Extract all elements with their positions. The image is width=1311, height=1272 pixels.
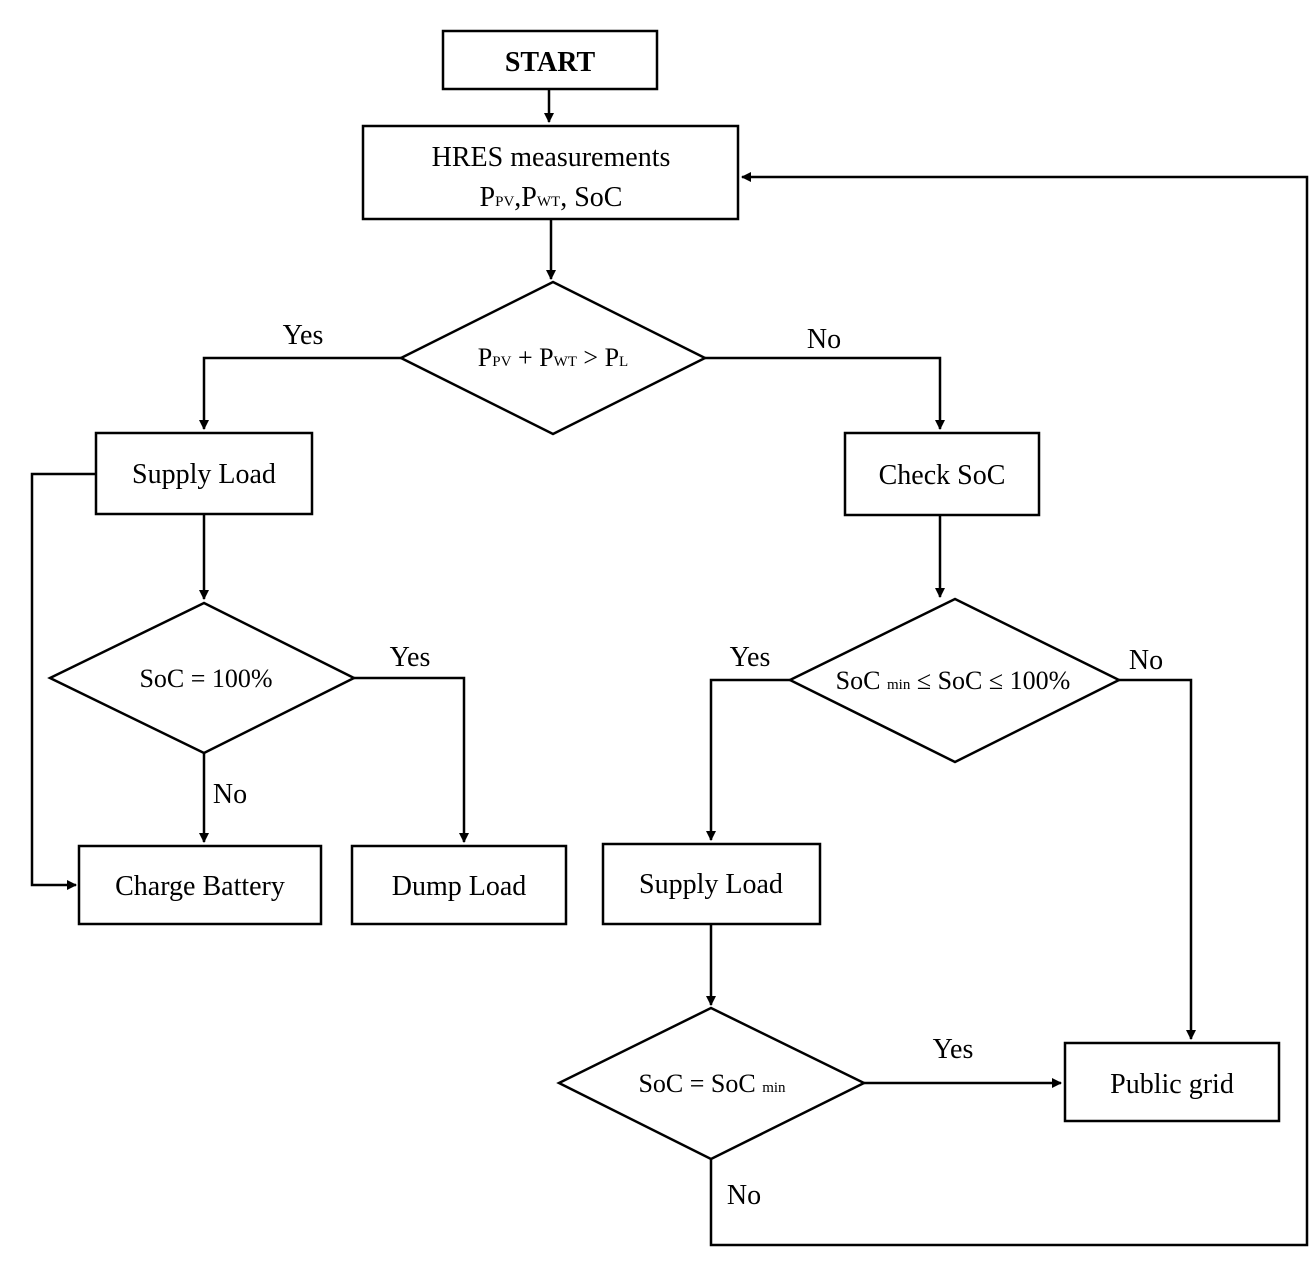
full-no-label: No: [213, 779, 247, 810]
public-grid-label: Public grid: [1110, 1069, 1234, 1100]
min-yes-label: Yes: [933, 1034, 974, 1065]
soc-min-condition: SoC = SoC min: [638, 1069, 786, 1098]
soc-min-decision: SoC = SoC min: [556, 1006, 867, 1161]
min-no-label: No: [727, 1180, 761, 1211]
power-no-label: No: [807, 324, 841, 355]
power-yes-label: Yes: [283, 320, 324, 351]
soc-range-decision: SoC min ≤ SoC ≤ 100%: [787, 597, 1122, 764]
edge-range-yes: [706, 678, 790, 841]
start-node: START: [441, 29, 659, 91]
check-soc-label: Check SoC: [879, 460, 1006, 491]
edge-full-yes: [354, 676, 469, 843]
dump-load-node: Dump Load: [350, 844, 568, 926]
soc-range-condition: SoC min ≤ SoC ≤ 100%: [836, 666, 1071, 695]
supply-load-left-label: Supply Load: [132, 459, 276, 490]
edge-power-yes: [199, 356, 401, 430]
supply-load-left-node: Supply Load: [94, 431, 314, 516]
dump-load-label: Dump Load: [392, 871, 527, 902]
start-label: START: [505, 47, 596, 78]
power-balance-condition: PPV + PWT > PL: [478, 343, 628, 372]
public-grid-node: Public grid: [1063, 1041, 1281, 1123]
charge-battery-node: Charge Battery: [77, 844, 323, 926]
soc-full-condition: SoC = 100%: [139, 664, 272, 693]
measurements-variables: PPV,PWT, SoC: [480, 182, 623, 213]
measurements-node: HRES measurements PPV,PWT, SoC: [361, 124, 740, 221]
range-yes-label: Yes: [730, 642, 771, 673]
edge-power-no: [705, 356, 945, 430]
full-yes-label: Yes: [390, 642, 431, 673]
charge-battery-label: Charge Battery: [115, 871, 285, 902]
range-no-label: No: [1129, 645, 1163, 676]
supply-load-right-node: Supply Load: [601, 842, 822, 926]
power-balance-decision: PPV + PWT > PL: [398, 280, 708, 436]
connectors: [30, 89, 1309, 1247]
check-soc-node: Check SoC: [843, 431, 1041, 517]
edge-range-no: [1119, 678, 1196, 1040]
edge-min-no-loop: [709, 172, 1309, 1247]
measurements-title: HRES measurements: [432, 142, 671, 173]
soc-full-decision: SoC = 100%: [47, 601, 357, 755]
edge-labels: Yes No Yes No Yes No Yes No: [213, 320, 1163, 1211]
supply-load-right-label: Supply Load: [639, 869, 783, 900]
edge-supply-to-charge: [30, 472, 96, 890]
